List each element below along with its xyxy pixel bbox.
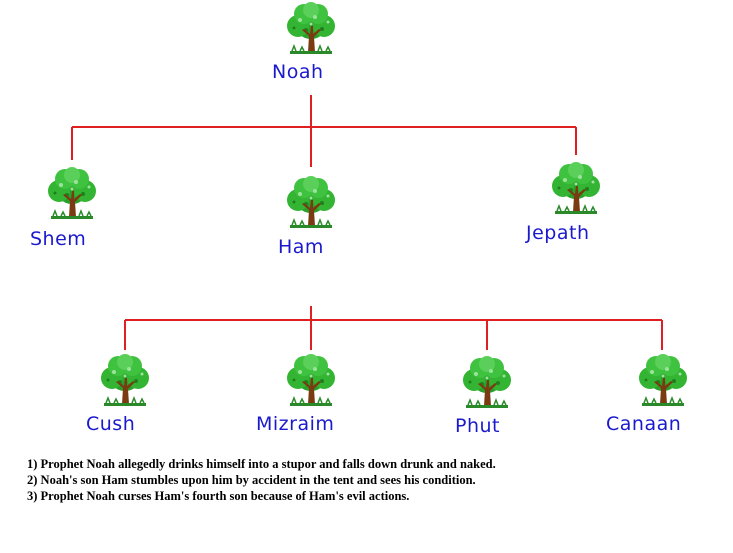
person-name-phut: Phut	[455, 415, 500, 437]
tree-icon	[458, 354, 516, 412]
tree-icon	[282, 174, 340, 232]
person-name-canaan: Canaan	[606, 413, 682, 435]
person-name-jepath: Jepath	[526, 222, 590, 244]
note-item: 1) Prophet Noah allegedly drinks himself…	[27, 457, 496, 471]
tree-icon	[282, 0, 340, 58]
tree-icon	[96, 352, 154, 410]
tree-icon	[634, 352, 692, 410]
note-item: 3) Prophet Noah curses Ham's fourth son …	[27, 489, 410, 503]
person-name-shem: Shem	[30, 228, 87, 250]
person-name-mizraim: Mizraim	[256, 413, 335, 435]
person-name-ham: Ham	[278, 236, 324, 258]
tree-icon	[43, 165, 101, 223]
tree-icon	[282, 352, 340, 410]
person-name-noah: Noah	[272, 61, 324, 83]
notes-list: 1) Prophet Noah allegedly drinks himself…	[27, 456, 496, 504]
person-name-cush: Cush	[86, 413, 136, 435]
note-item: 2) Noah's son Ham stumbles upon him by a…	[27, 473, 476, 487]
tree-icon	[547, 160, 605, 218]
